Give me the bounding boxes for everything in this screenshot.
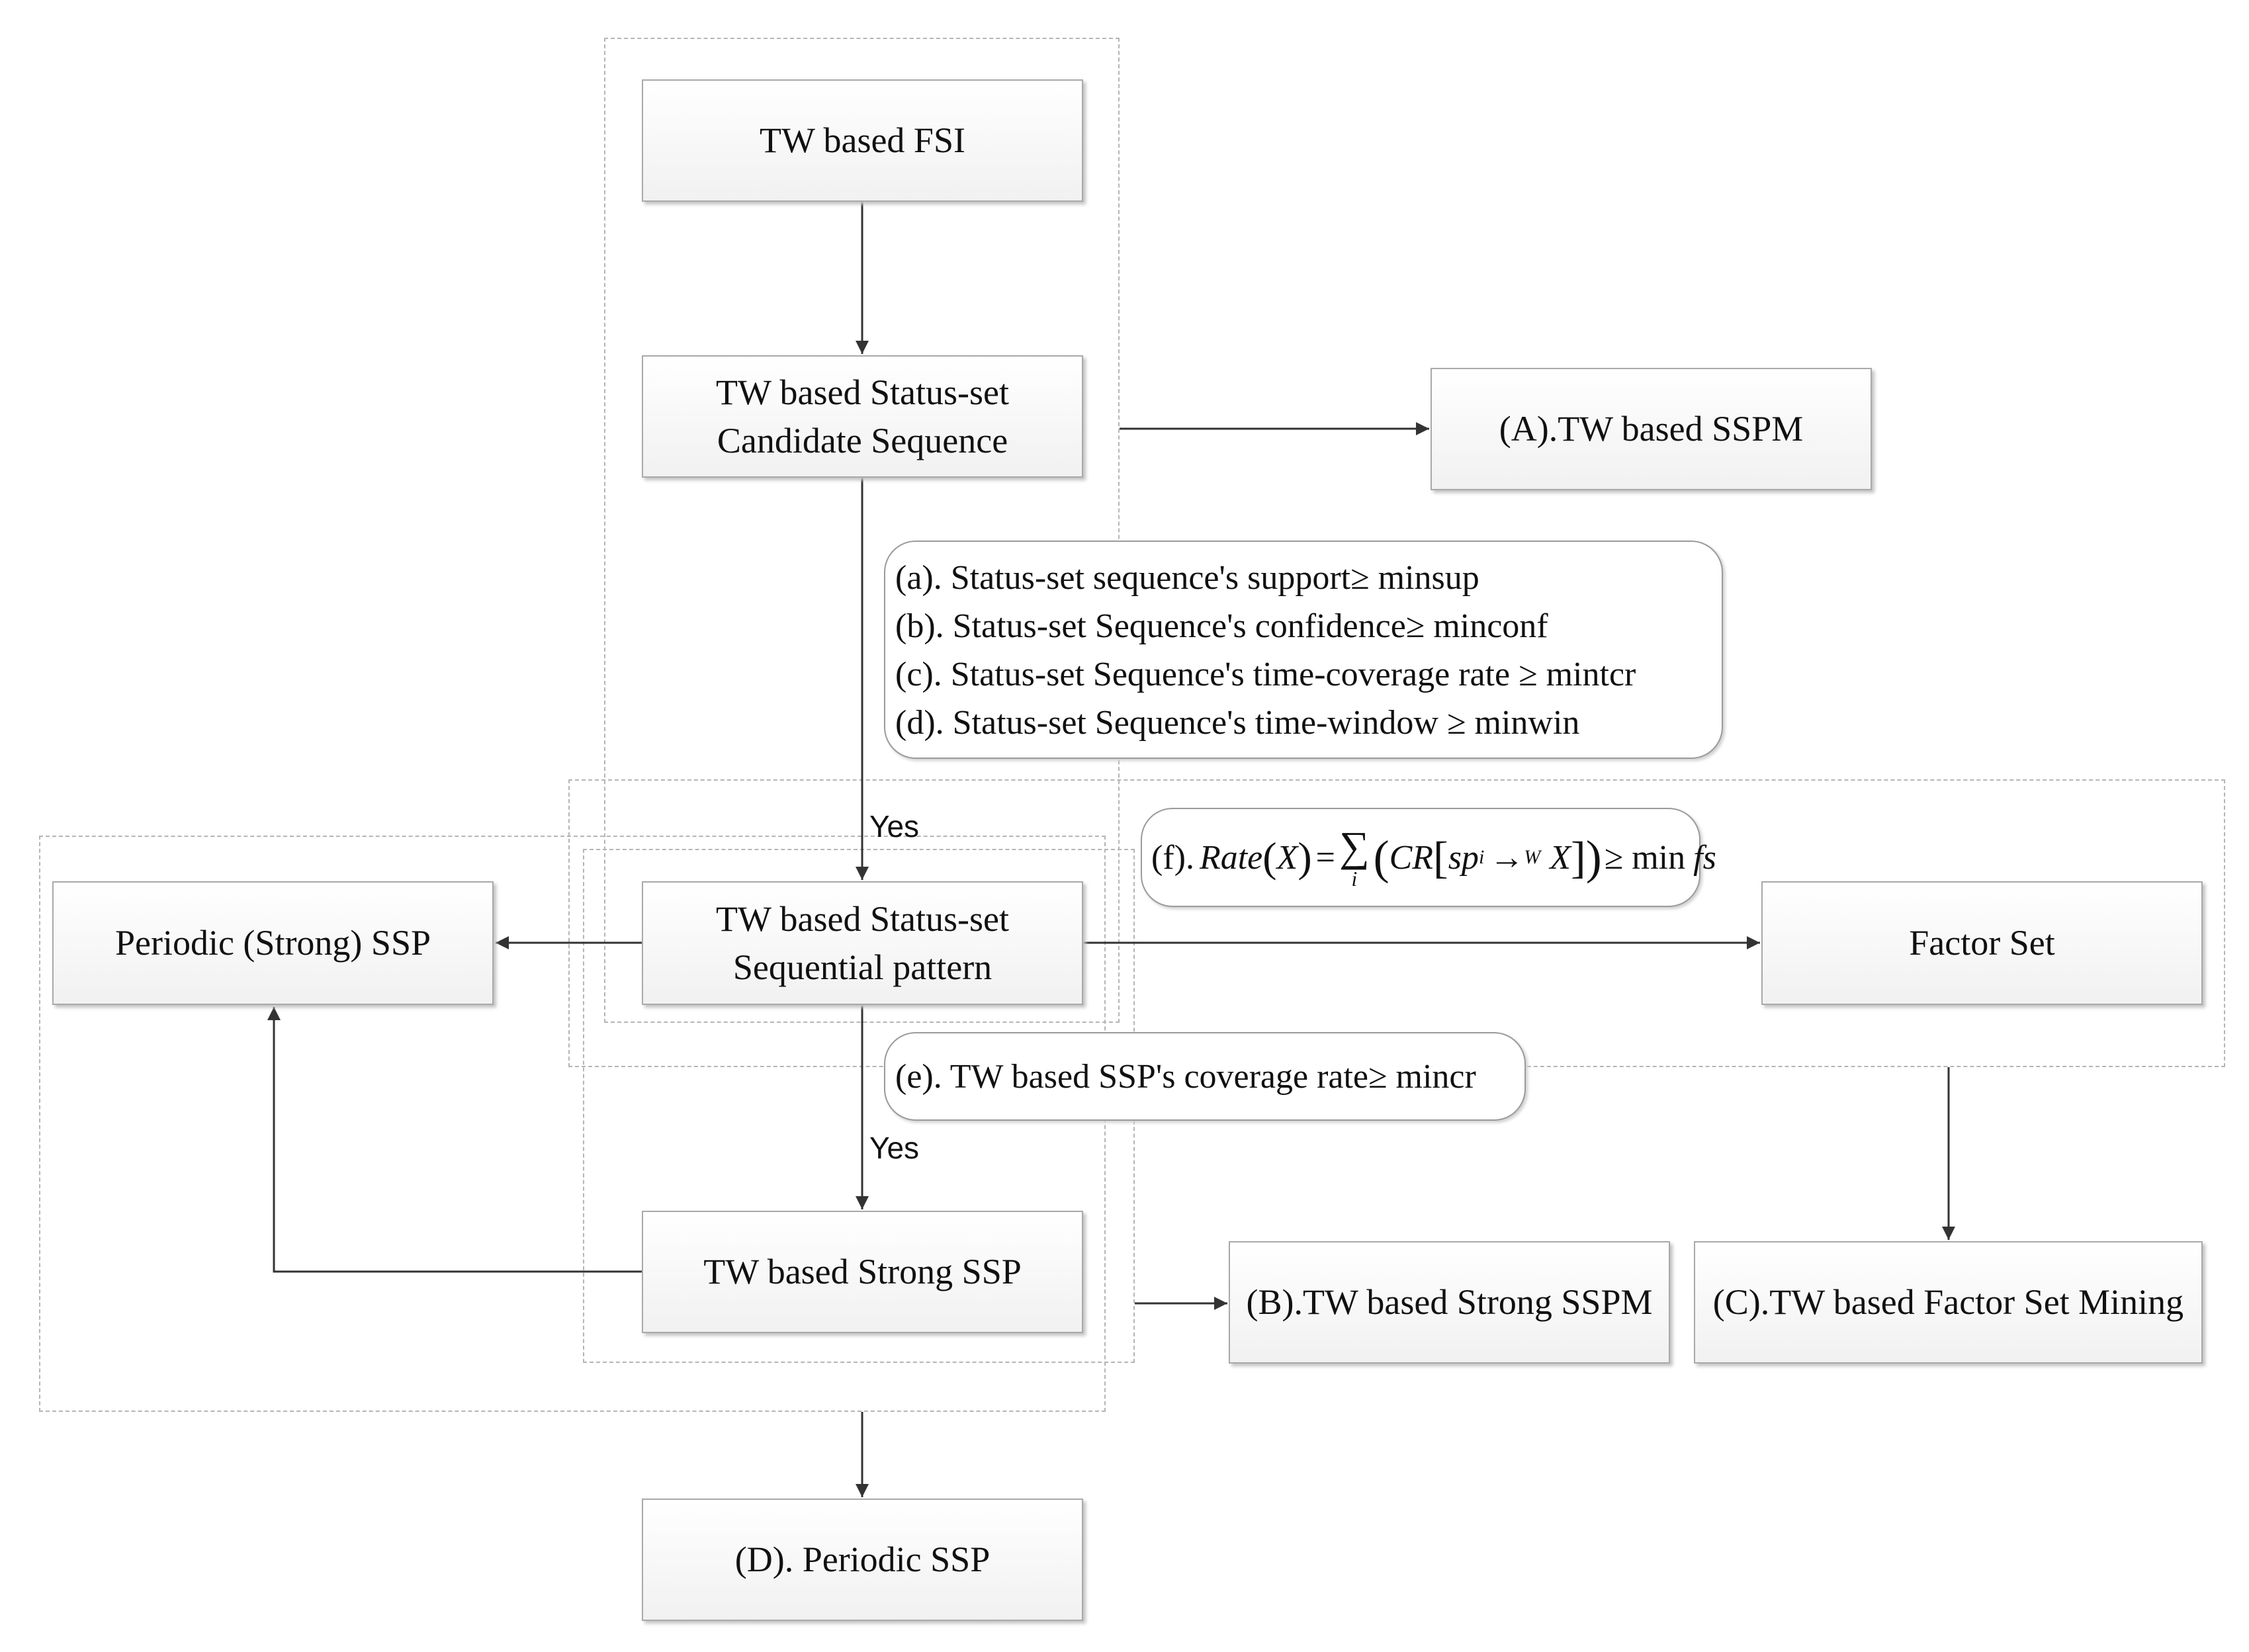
formula-rate: Rate xyxy=(1199,838,1263,877)
formula-big-paren-open: ( xyxy=(1373,830,1389,884)
formula-sum-index: i xyxy=(1351,867,1358,891)
formula-bracket-open: [ xyxy=(1433,832,1448,883)
condition-b: (b). Status-set Sequence's confidence≥ m… xyxy=(895,607,1548,645)
node-a-sspm: (A).TW based SSPM xyxy=(1431,368,1872,490)
formula-paren-close: ) xyxy=(1298,834,1312,881)
formula-sum-symbol: ∑ xyxy=(1339,823,1370,870)
node-label-line1: TW based Status-set xyxy=(716,898,1009,939)
node-label: (D). Periodic SSP xyxy=(734,1540,991,1580)
formula-big-paren-close: ) xyxy=(1585,830,1602,884)
formula-fs: fs xyxy=(1693,838,1716,877)
node-tw-based-fsi: TW based FSI xyxy=(642,79,1083,202)
condition-d: (d). Status-set Sequence's time-window ≥… xyxy=(895,704,1580,742)
node-c-factor-set-mining: (C).TW based Factor Set Mining xyxy=(1694,1241,2203,1364)
yes-label-first: Yes xyxy=(869,809,920,844)
node-label: (C).TW based Factor Set Mining xyxy=(1712,1282,2184,1323)
condition-callout-abcd: (a). Status-set sequence's support≥ mins… xyxy=(884,541,1723,759)
node-strong-ssp: TW based Strong SSP xyxy=(642,1211,1083,1333)
node-factor-set: Factor Set xyxy=(1761,881,2203,1005)
formula-bracket-close: ] xyxy=(1571,832,1586,883)
formula-cr: CR xyxy=(1389,838,1434,877)
node-label: TW based FSI xyxy=(760,120,965,161)
node-candidate-sequence: TW based Status-set Candidate Sequence xyxy=(642,355,1083,478)
node-label: (B).TW based Strong SSPM xyxy=(1246,1282,1653,1323)
formula-paren-open: ( xyxy=(1262,834,1277,881)
formula-rhs-x: X xyxy=(1550,838,1571,877)
node-sequential-pattern: TW based Status-set Sequential pattern xyxy=(642,881,1083,1005)
node-label-line1: TW based Status-set xyxy=(716,372,1009,412)
formula-arrow-superscript: W xyxy=(1524,846,1541,868)
node-label: TW based Strong SSP xyxy=(703,1252,1022,1292)
formula-sum-group: ∑ i xyxy=(1339,823,1370,891)
arrow-strong-to-periodic-strong xyxy=(267,1007,642,1273)
condition-callout-e: (e). TW based SSP's coverage rate≥ mincr xyxy=(884,1032,1526,1121)
condition-e: (e). TW based SSP's coverage rate≥ mincr xyxy=(895,1057,1476,1096)
formula-sp-subscript: i xyxy=(1478,846,1485,868)
formula-arrow: → xyxy=(1489,838,1524,877)
node-d-periodic-ssp: (D). Periodic SSP xyxy=(642,1499,1083,1621)
condition-a: (a). Status-set sequence's support≥ mins… xyxy=(895,559,1479,597)
formula-sp: sp xyxy=(1448,838,1479,877)
node-label-line2: Sequential pattern xyxy=(732,947,992,987)
formula-equals: = xyxy=(1315,838,1335,877)
condition-callout-f: (f). Rate ( X ) = ∑ i ( CR [ sp i → W X … xyxy=(1141,808,1716,907)
node-label: (A).TW based SSPM xyxy=(1499,409,1804,449)
node-label: Factor Set xyxy=(1909,923,2055,963)
node-label-line2: Candidate Sequence xyxy=(717,420,1008,460)
formula-x: X xyxy=(1276,838,1298,877)
condition-c: (c). Status-set Sequence's time-coverage… xyxy=(895,656,1636,693)
node-b-strong-sspm: (B).TW based Strong SSPM xyxy=(1229,1241,1670,1364)
yes-label-second: Yes xyxy=(869,1131,920,1165)
formula-threshold: ≥ min xyxy=(1604,838,1686,877)
node-label: Periodic (Strong) SSP xyxy=(114,923,431,963)
condition-f-label: (f). xyxy=(1151,838,1194,877)
node-periodic-strong-ssp: Periodic (Strong) SSP xyxy=(52,881,494,1005)
